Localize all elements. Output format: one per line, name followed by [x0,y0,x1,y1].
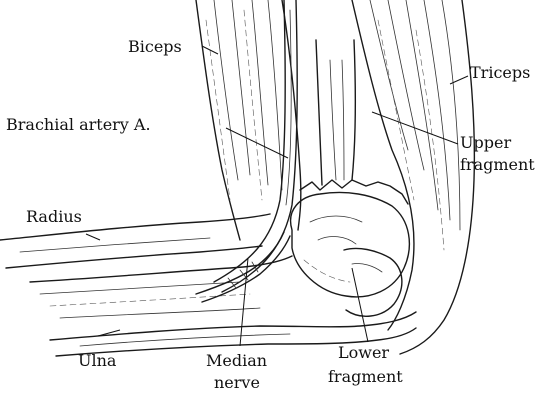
leader-radius [86,234,100,240]
label-brachial-artery: Brachial artery A. [6,116,151,134]
label-upper-fragment-line2: fragment [460,156,535,174]
lower-fragment [291,193,410,317]
label-lower-fragment-line2: fragment [328,368,403,386]
label-ulna: Ulna [78,352,116,370]
leader-lines [86,46,468,346]
forearm-muscles [30,256,292,318]
label-median-nerve-line2: nerve [214,374,260,392]
brachial-artery [214,0,297,292]
upper-fragment [300,40,408,204]
leader-lower-fragment [352,268,368,342]
label-median-nerve-line1: Median [206,352,267,370]
label-radius: Radius [26,208,82,226]
label-triceps: Triceps [470,64,530,82]
leader-biceps [202,46,218,54]
label-lower-fragment-line1: Lower [338,344,389,362]
label-upper-fragment-line1: Upper [460,134,511,152]
label-biceps: Biceps [128,38,182,56]
triceps-muscle [352,0,474,354]
